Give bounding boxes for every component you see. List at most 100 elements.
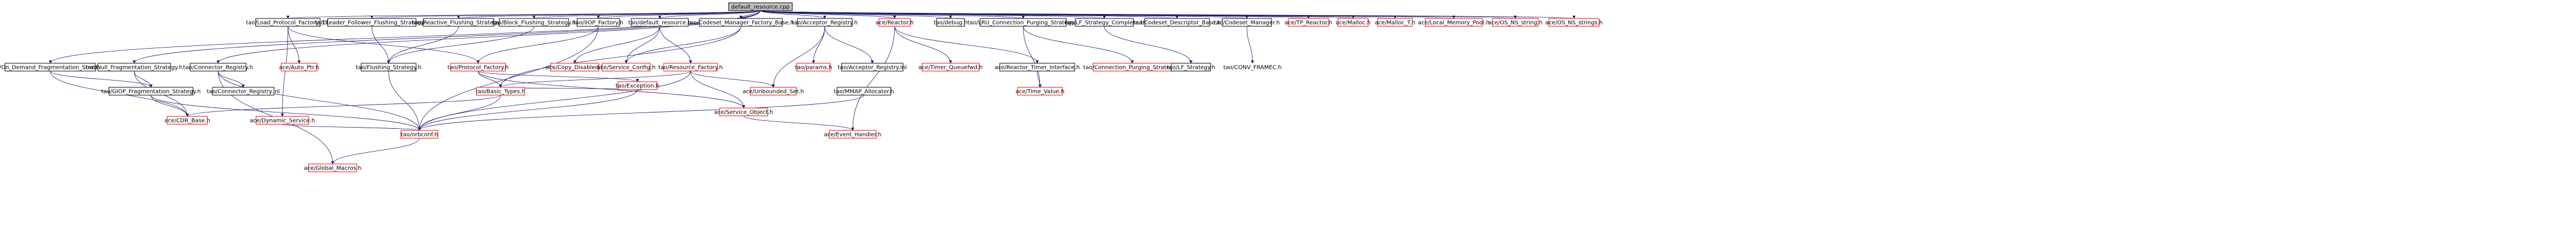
node-n2[interactable]: tao/Null_Fragmentation_Strategy.h xyxy=(86,63,183,72)
edge-root-to-n10 xyxy=(739,10,761,19)
node-n10[interactable]: tao/Codeset_Manager_Factory_Base.h xyxy=(688,18,794,27)
node-n25[interactable]: tao/Connector_Registry.inl xyxy=(207,87,280,96)
node-n5[interactable]: tao/Leader_Follower_Flushing_Strategy.h xyxy=(315,18,429,27)
node-n12[interactable]: ace/Reactor.h xyxy=(876,18,914,27)
node-n17[interactable]: tao/Codeset_Manager.h xyxy=(1214,18,1280,27)
node-box xyxy=(1288,18,1329,27)
node-n43[interactable]: tao/MMAP_Allocator.h xyxy=(834,87,894,96)
node-box xyxy=(1017,87,1063,96)
node-n40[interactable]: tao/Basic_Types.h xyxy=(476,87,526,96)
edge-root-to-n11 xyxy=(760,10,826,19)
node-n41[interactable]: ace/Unbounded_Set.h xyxy=(743,87,804,96)
node-n19[interactable]: ace/Malloc.h xyxy=(1336,18,1371,27)
edge-n40-to-n47 xyxy=(418,95,501,131)
node-n13[interactable]: tao/debug.h xyxy=(934,18,968,27)
node-n20[interactable]: ace/Malloc_T.h xyxy=(1375,18,1416,27)
node-label: tao/Acceptor_Registry.inl xyxy=(838,65,906,71)
node-n8[interactable]: tao/IIOP_Factory.h xyxy=(574,18,623,27)
node-n44[interactable]: ace/Time_Value.h xyxy=(1015,87,1065,96)
node-label: tao/GIOP_Fragmentation_Strategy.h xyxy=(101,89,201,95)
node-n3[interactable]: tao/Connector_Registry.h xyxy=(183,63,253,72)
edge-n10-to-n30 xyxy=(625,26,741,64)
node-n6[interactable]: tao/Reactive_Flushing_Strategy.h xyxy=(412,18,505,27)
node-n39[interactable]: tao/Exception.h xyxy=(616,81,659,90)
node-n11[interactable]: tao/Acceptor_Registry.h xyxy=(792,18,858,27)
node-n30[interactable]: ace/Service_Config.h xyxy=(597,63,656,72)
node-n7[interactable]: tao/Block_Flushing_Strategy.h xyxy=(492,18,576,27)
node-box xyxy=(1228,63,1277,71)
node-label: ace/OS_NS_string.h xyxy=(1488,20,1542,26)
node-n22[interactable]: ace/OS_NS_string.h xyxy=(1488,18,1543,27)
edge-n35-to-n44 xyxy=(1037,71,1042,88)
edge-n27-to-n47 xyxy=(388,71,421,131)
node-box xyxy=(1377,18,1413,27)
node-label: ace/CDR_Base.h xyxy=(164,118,210,124)
node-label: tao/Codeset_Manager_Factory_Base.h xyxy=(688,20,794,26)
node-n35[interactable]: ace/Reactor_Timer_Interface.h xyxy=(995,63,1080,72)
node-n15[interactable]: tao/LF_Strategy_Complete.h xyxy=(1065,18,1144,27)
edge-n14-to-n36 xyxy=(1023,26,1134,64)
edge-n9-to-n31 xyxy=(659,26,692,64)
node-label: ace/Reactor_Timer_Interface.h xyxy=(995,65,1080,71)
node-box xyxy=(499,18,569,27)
node-label: ace/Global_Macros.h xyxy=(304,166,361,172)
node-box xyxy=(423,18,494,27)
node-label: tao/Connection_Purging_Strategy.h xyxy=(1084,65,1181,71)
node-n31[interactable]: tao/Resource_Factory.h xyxy=(658,63,723,72)
edge-n1-to-n24 xyxy=(50,71,153,88)
edge-n17-to-n38 xyxy=(1246,26,1254,64)
node-box xyxy=(281,63,318,72)
edge-n11-to-n33 xyxy=(824,26,874,64)
node-n21[interactable]: ace/Local_Memory_Pool.h xyxy=(1418,18,1490,27)
node-label: tao/Basic_Types.h xyxy=(476,89,526,95)
node-box xyxy=(97,63,171,72)
node-n45[interactable]: ace/CDR_Base.h xyxy=(164,116,210,125)
node-n26[interactable]: ace/Auto_Ptr.h xyxy=(279,63,319,72)
node-n48[interactable]: ace/Event_Handler.h xyxy=(824,130,882,139)
node-box xyxy=(167,116,208,125)
node-box xyxy=(256,18,320,27)
node-label: ace/Local_Memory_Pool.h xyxy=(1418,20,1490,26)
node-n16[interactable]: tao/Codeset_Descriptor_Base.h xyxy=(1133,18,1221,27)
node-n14[interactable]: tao/LRU_Connection_Purging_Strategy.h xyxy=(967,18,1079,27)
edge-root-to-n23 xyxy=(760,10,1575,19)
node-n42[interactable]: ace/Service_Object.h xyxy=(714,107,773,116)
node-box xyxy=(796,63,831,72)
node-box xyxy=(750,87,797,96)
node-n24[interactable]: tao/GIOP_Fragmentation_Strategy.h xyxy=(101,87,201,96)
node-n37[interactable]: tao/LF_Strategy.h xyxy=(1167,63,1216,72)
edge-n31-to-n40 xyxy=(499,71,691,88)
node-n4[interactable]: tao/Load_Protocol_Factory_T.h xyxy=(246,18,330,27)
node-root[interactable]: default_resource.cpp xyxy=(728,2,793,11)
node-box xyxy=(327,18,417,27)
node-box xyxy=(1337,18,1369,27)
node-box xyxy=(308,163,357,172)
node-label: tao/LF_Strategy_Complete.h xyxy=(1065,20,1143,26)
node-n38[interactable]: tao/CONV_FRAMEC.h xyxy=(1223,63,1282,71)
node-n34[interactable]: ace/Timer_Queuefwd.h xyxy=(919,63,983,72)
edge-n24-to-n47 xyxy=(150,95,421,131)
node-n23[interactable]: ace/OS_NS_strings.h xyxy=(1545,18,1603,27)
node-label: tao/MMAP_Allocator.h xyxy=(834,89,894,95)
node-n9[interactable]: tao/default_resource.h xyxy=(628,18,692,27)
node-n33[interactable]: tao/Acceptor_Registry.inl xyxy=(838,63,907,72)
edge-n43-to-n47 xyxy=(418,95,864,131)
node-label: tao/LRU_Connection_Purging_Strategy.h xyxy=(967,20,1079,26)
node-box xyxy=(576,18,620,27)
node-n1[interactable]: tao/On_Demand_Fragmentation_Strategy.h xyxy=(0,63,111,72)
node-n46[interactable]: ace/Dynamic_Service.h xyxy=(250,116,315,125)
node-n32[interactable]: tao/params.h xyxy=(795,63,833,72)
node-box xyxy=(1425,18,1483,27)
node-box xyxy=(190,63,247,72)
node-n49[interactable]: ace/Global_Macros.h xyxy=(304,163,362,172)
node-n47[interactable]: tao/orbconf.h xyxy=(400,130,438,139)
edge-n42-to-n48 xyxy=(743,115,854,131)
edge-n40-to-n45 xyxy=(186,95,501,117)
node-n27[interactable]: tao/Flushing_Strategy.h xyxy=(356,63,422,72)
node-n28[interactable]: tao/Protocol_Factory.h xyxy=(447,63,509,72)
node-label: tao/CONV_FRAMEC.h xyxy=(1223,65,1282,71)
node-box xyxy=(841,63,904,72)
node-n29[interactable]: ace/Copy_Disabled.h xyxy=(546,63,604,72)
node-n18[interactable]: ace/TP_Reactor.h xyxy=(1284,18,1332,27)
